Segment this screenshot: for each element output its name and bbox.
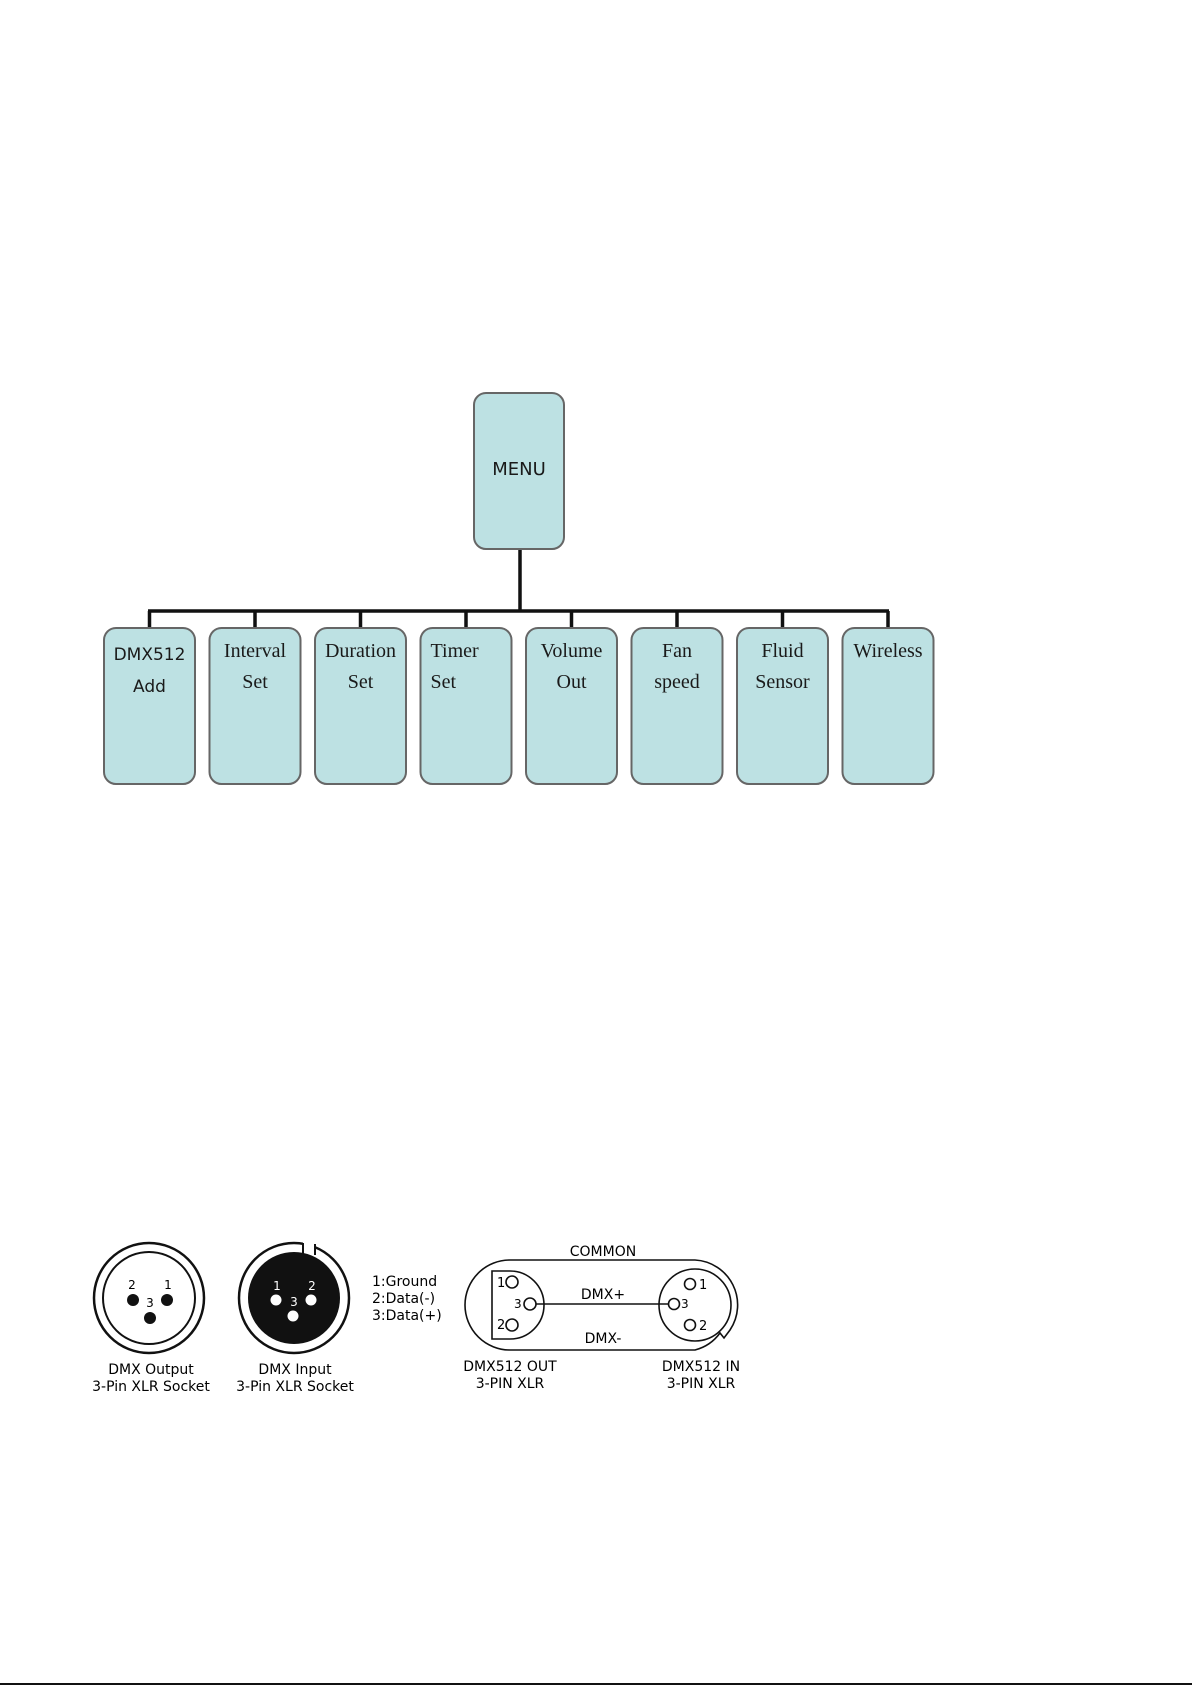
dmx-cable-diagram: 1 3 2 1 3 2 COMMON DMX+ DMX- DMX512 OUT … <box>463 1244 740 1392</box>
input-pin-1-dot <box>271 1295 282 1306</box>
cable-out-caption-1: DMX512 OUT <box>463 1359 557 1375</box>
input-caption-2: 3-Pin XLR Socket <box>236 1379 354 1395</box>
menu-child-label-6-1: Fluid <box>761 640 803 662</box>
menu-child-label-7-1: Wireless <box>853 640 922 662</box>
out-plug-label-3: 3 <box>514 1297 522 1311</box>
menu-child-label-1-1: Interval <box>224 640 287 662</box>
menu-child-label-6-2: Sensor <box>755 671 810 693</box>
in-plug-label-1: 1 <box>699 1278 707 1293</box>
menu-child-label-0-1: DMX512 <box>114 645 186 665</box>
menu-child-label-3-1: Timer <box>431 640 480 662</box>
out-plug-pin-3 <box>524 1298 536 1310</box>
output-pin-label-2: 2 <box>128 1278 136 1292</box>
in-plug-pin-3 <box>669 1299 680 1310</box>
cable-out-caption-2: 3-PIN XLR <box>476 1376 545 1392</box>
menu-child-label-5-2: speed <box>654 671 700 693</box>
input-caption-1: DMX Input <box>258 1362 332 1378</box>
in-plug-face <box>659 1269 731 1341</box>
menu-child-label-2-2: Set <box>348 671 374 693</box>
branch-drops <box>150 611 889 628</box>
menu-root-label: MENU <box>492 459 546 480</box>
input-pin-2-dot <box>306 1295 317 1306</box>
in-plug-label-2: 2 <box>699 1319 707 1334</box>
in-plug-pin-1 <box>685 1279 696 1290</box>
in-plug-label-3: 3 <box>681 1297 689 1311</box>
pin-legend-ground: 1:Ground <box>372 1274 437 1290</box>
menu-child-label-3-2: Set <box>431 671 457 693</box>
input-pin-label-3: 3 <box>290 1295 298 1309</box>
dmx-plus-label: DMX+ <box>581 1287 625 1303</box>
menu-child-label-1-2: Set <box>242 671 268 693</box>
menu-child-label-4-2: Out <box>557 671 587 693</box>
out-plug-label-1: 1 <box>497 1276 505 1291</box>
common-label: COMMON <box>570 1244 636 1260</box>
input-socket-notch-gap <box>303 1240 315 1254</box>
menu-child-label-5-1: Fan <box>662 640 692 662</box>
cable-in-caption-2: 3-PIN XLR <box>667 1376 736 1392</box>
output-pin-1-dot <box>161 1294 173 1306</box>
out-plug-pin-1 <box>506 1276 518 1288</box>
output-caption-2: 3-Pin XLR Socket <box>92 1379 210 1395</box>
input-pin-label-1: 1 <box>273 1279 281 1293</box>
in-plug-pin-2 <box>685 1320 696 1331</box>
menu-child-label-4-1: Volume <box>541 640 603 662</box>
output-pin-3-dot <box>144 1312 156 1324</box>
output-pin-label-1: 1 <box>164 1278 172 1292</box>
input-pin-3-dot <box>288 1311 299 1322</box>
menu-child-label-0-2: Add <box>133 677 166 697</box>
output-pin-label-3: 3 <box>146 1296 154 1310</box>
pin-legend: 1:Ground 2:Data(-) 3:Data(+) <box>372 1274 442 1324</box>
out-plug-pin-2 <box>506 1319 518 1331</box>
output-caption-1: DMX Output <box>108 1362 194 1378</box>
pin-legend-data-plus: 3:Data(+) <box>372 1308 442 1324</box>
dmx-minus-label: DMX- <box>585 1331 622 1347</box>
menu-child-label-2-1: Duration <box>325 640 396 662</box>
dmx-input-socket: 1 2 3 DMX Input 3-Pin XLR Socket <box>236 1240 354 1395</box>
out-plug-label-2: 2 <box>497 1318 505 1333</box>
output-pin-2-dot <box>127 1294 139 1306</box>
pin-legend-data-minus: 2:Data(-) <box>372 1291 435 1307</box>
cable-in-caption-1: DMX512 IN <box>662 1359 740 1375</box>
input-pin-label-2: 2 <box>308 1279 316 1293</box>
dmx-output-socket: 2 1 3 DMX Output 3-Pin XLR Socket <box>92 1243 210 1395</box>
